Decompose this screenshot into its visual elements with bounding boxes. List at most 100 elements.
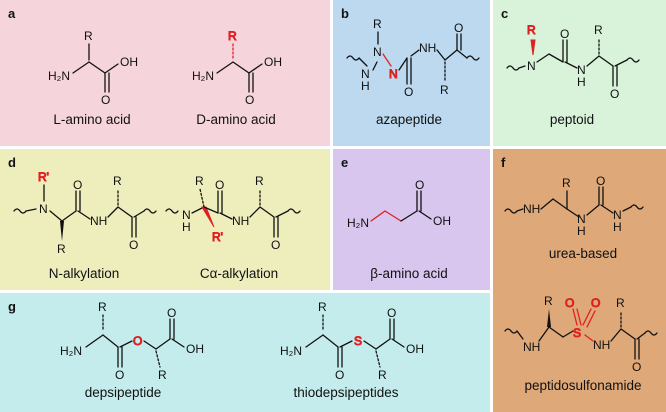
caption-beta-amino-acid: β-amino acid [370, 266, 448, 281]
panel-label: a [8, 6, 16, 21]
caption-d-amino-acid: D-amino acid [196, 112, 276, 127]
svg-text:O: O [610, 87, 619, 101]
svg-text:R: R [228, 29, 237, 43]
svg-text:R: R [113, 174, 122, 188]
svg-text:S: S [573, 326, 581, 340]
svg-text:O: O [454, 21, 463, 35]
svg-text:O: O [129, 238, 138, 252]
svg-text:H₂N: H₂N [347, 216, 369, 230]
svg-text:O: O [215, 178, 224, 192]
caption-c-alpha-alkylation: Cα-alkylation [199, 266, 279, 281]
panel-label: c [501, 6, 509, 21]
svg-text:O: O [101, 93, 110, 107]
panel-c: c R N O N H R O peptoid [493, 0, 666, 146]
svg-text:H₂N: H₂N [280, 344, 302, 358]
svg-text:O: O [415, 178, 424, 192]
svg-text:N: N [373, 45, 382, 59]
svg-text:R: R [373, 17, 382, 31]
panel-label: e [341, 155, 349, 170]
svg-text:R': R' [212, 230, 223, 244]
peptoid-structure: R N O N H R O [506, 23, 640, 101]
svg-text:NH: NH [90, 214, 107, 228]
thiodepsipeptide-structure: R H₂N O S R O OH [280, 300, 424, 382]
caption-peptoid: peptoid [549, 112, 595, 127]
svg-text:O: O [591, 296, 600, 310]
c-alpha-alkylation-structure: N H R R' O NH R O [165, 174, 301, 252]
panel-label: g [8, 299, 16, 314]
d-amino-acid-structure: R H₂N O OH [192, 29, 282, 108]
svg-text:H: H [577, 224, 586, 238]
panel-label: b [341, 6, 349, 21]
svg-text:O: O [632, 360, 641, 374]
svg-text:O: O [596, 174, 605, 188]
caption-n-alkylation: N-alkylation [48, 266, 120, 281]
svg-text:O: O [387, 306, 396, 320]
svg-text:N: N [577, 212, 586, 226]
svg-text:OH: OH [406, 342, 424, 356]
svg-text:R: R [318, 300, 327, 314]
panel-f: f NH R N H O N H NH R S O O NH [493, 149, 666, 412]
svg-text:R': R' [38, 170, 49, 184]
depsipeptide-structure: R H₂N O O R O OH [60, 300, 204, 382]
l-amino-acid-structure: R H₂N O OH [48, 29, 138, 107]
panel-a: a R H₂N O OH R H₂N O OH L-amino acid D-a… [0, 0, 330, 146]
svg-text:H: H [182, 220, 191, 234]
svg-text:O: O [133, 334, 142, 348]
panel-e: e H₂N O OH β-amino acid [333, 149, 490, 290]
svg-text:R: R [158, 368, 167, 382]
svg-text:R: R [98, 300, 107, 314]
svg-text:O: O [167, 306, 176, 320]
svg-text:R: R [616, 296, 625, 310]
svg-text:N: N [361, 67, 370, 81]
caption-urea-based: urea-based [548, 246, 618, 261]
svg-text:OH: OH [433, 214, 451, 228]
svg-text:R: R [562, 176, 571, 190]
caption-thiodepsipeptides: thiodepsipeptides [293, 385, 399, 400]
svg-text:N: N [527, 59, 536, 73]
svg-text:R: R [378, 368, 387, 382]
svg-text:R: R [544, 294, 553, 308]
svg-text:O: O [560, 27, 569, 41]
svg-text:NH: NH [523, 202, 540, 216]
svg-text:N: N [577, 63, 586, 77]
svg-text:R: R [195, 174, 204, 188]
svg-text:O: O [115, 368, 124, 382]
svg-text:R: R [84, 29, 93, 43]
svg-text:R: R [527, 23, 536, 37]
svg-text:H₂N: H₂N [48, 69, 70, 83]
urea-based-structure: NH R N H O N H [504, 174, 644, 238]
svg-text:N: N [182, 208, 191, 222]
caption-l-amino-acid: L-amino acid [53, 112, 131, 127]
svg-text:NH: NH [523, 340, 540, 354]
svg-text:R: R [594, 23, 603, 37]
panel-b: b R N N H N O NH R O azapeptide [333, 0, 490, 146]
n-alkylation-structure: R' N R O NH R O [13, 170, 157, 256]
svg-text:NH: NH [232, 214, 249, 228]
caption-peptidosulfonamide: peptidosulfonamide [524, 378, 642, 393]
svg-text:H: H [577, 75, 586, 89]
svg-text:R: R [57, 242, 66, 256]
svg-text:O: O [404, 85, 413, 99]
svg-text:NH: NH [419, 41, 436, 55]
svg-text:N: N [389, 67, 398, 81]
caption-azapeptide: azapeptide [375, 112, 443, 127]
svg-text:N: N [613, 208, 622, 222]
azapeptide-structure: R N N H N O NH R O [346, 17, 480, 99]
svg-text:R: R [255, 174, 264, 188]
svg-text:S: S [354, 334, 362, 348]
svg-text:H: H [613, 220, 622, 234]
svg-text:OH: OH [264, 55, 282, 69]
svg-text:H₂N: H₂N [192, 69, 214, 83]
svg-text:N: N [39, 202, 48, 216]
svg-text:OH: OH [186, 342, 204, 356]
svg-text:O: O [245, 93, 254, 107]
svg-text:O: O [271, 238, 280, 252]
panel-label: d [8, 155, 16, 170]
svg-text:OH: OH [120, 55, 138, 69]
caption-depsipeptide: depsipeptide [84, 385, 162, 400]
panel-label: f [501, 155, 506, 170]
beta-amino-acid-structure: H₂N O OH [347, 178, 451, 230]
svg-text:H₂N: H₂N [60, 344, 82, 358]
peptidosulfonamide-structure: NH R S O O NH R O [504, 294, 658, 374]
svg-text:O: O [335, 368, 344, 382]
